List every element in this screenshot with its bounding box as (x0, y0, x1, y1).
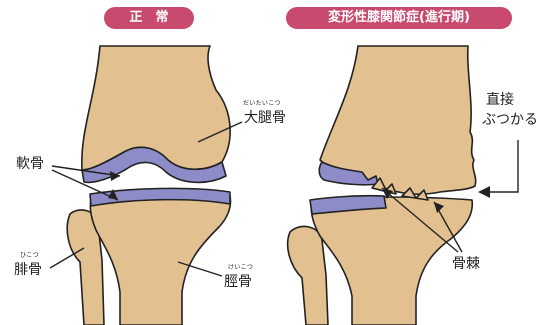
oa-title-pill: 変形性膝関節症(進行期) (286, 7, 512, 29)
fibula-label: 腓骨 (14, 262, 42, 278)
femur-label: 大腿骨 (244, 110, 286, 126)
contact-arrow-head (478, 186, 490, 198)
normal-tibia-bone (90, 192, 230, 325)
contact-arrow-line (484, 140, 518, 192)
tibia-reading: けいこつ (228, 264, 253, 271)
direct-contact-label-line2: ぶつかる (482, 112, 538, 128)
oa-tibia-bone (311, 197, 472, 325)
fibula-reading: ひこつ (20, 252, 39, 259)
cartilage-label: 軟骨 (16, 156, 44, 172)
direct-contact-label-line1: 直接 (486, 92, 514, 108)
oa-fibula-bone (288, 226, 328, 325)
femur-reading: だいたいこつ (243, 100, 281, 107)
normal-title-pill: 正 常 (104, 7, 194, 29)
tibia-label: 脛骨 (224, 274, 252, 290)
osteophyte-label: 骨棘 (452, 256, 480, 272)
